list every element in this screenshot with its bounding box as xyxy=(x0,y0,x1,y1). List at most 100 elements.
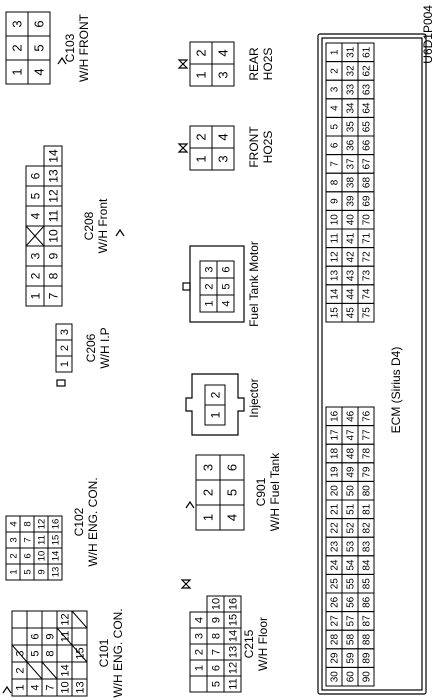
svg-text:14: 14 xyxy=(59,664,71,676)
svg-text:57: 57 xyxy=(346,615,357,627)
svg-text:54: 54 xyxy=(346,559,357,571)
svg-text:44: 44 xyxy=(346,288,357,300)
ecm-left-pin: 88 xyxy=(357,629,375,650)
svg-text:4: 4 xyxy=(330,105,341,111)
svg-text:5: 5 xyxy=(220,283,232,289)
svg-text:80: 80 xyxy=(362,485,373,497)
svg-text:13: 13 xyxy=(50,567,61,578)
front-ho2s-label-1: FRONT xyxy=(247,126,261,168)
ecm-right-pin: 44 xyxy=(341,284,359,304)
svg-text:1: 1 xyxy=(14,684,26,690)
ecm-right-pin: 11 xyxy=(325,228,343,249)
c208-pin: 13 xyxy=(43,165,63,187)
svg-text:3: 3 xyxy=(201,464,216,471)
ecm-right-pin: 65 xyxy=(357,116,375,137)
svg-text:2: 2 xyxy=(8,553,19,558)
ecm-left-pin: 52 xyxy=(341,518,359,538)
ecm-right-pin: 7 xyxy=(325,154,343,174)
svg-text:5: 5 xyxy=(330,123,341,129)
ecm-left-pin: 30 xyxy=(325,666,343,687)
ecm-left-pin: 47 xyxy=(341,425,359,445)
c206-key xyxy=(56,379,66,387)
svg-text:14: 14 xyxy=(227,630,239,642)
svg-text:14: 14 xyxy=(50,551,61,562)
front-ho2s-pin: 2 xyxy=(189,125,213,149)
svg-text:3: 3 xyxy=(8,537,19,542)
c102-pin: 3 xyxy=(5,531,21,549)
c103-code: C103 xyxy=(63,33,77,62)
c208-pin: 6 xyxy=(25,165,45,187)
svg-text:1: 1 xyxy=(203,300,215,306)
svg-text:4: 4 xyxy=(216,133,231,140)
c215-pin: 15 xyxy=(223,611,242,629)
c101-pin xyxy=(71,661,88,680)
svg-text:10: 10 xyxy=(36,551,47,562)
svg-text:87: 87 xyxy=(362,615,373,627)
svg-text:1: 1 xyxy=(8,569,19,574)
c215-label: W/H Floor xyxy=(256,617,270,671)
ecm-left-pin: 76 xyxy=(357,406,375,427)
ecm-right-pin: 69 xyxy=(357,191,375,211)
svg-text:62: 62 xyxy=(362,65,373,77)
front-ho2s-key xyxy=(177,143,189,153)
c208-label: W/H Front xyxy=(96,198,110,253)
rear-ho2s-key xyxy=(177,59,189,69)
svg-text:79: 79 xyxy=(362,466,373,478)
ecm-left-pin: 19 xyxy=(325,462,343,482)
svg-text:1: 1 xyxy=(208,411,222,418)
ecm-left-pin: 59 xyxy=(341,648,359,668)
ecm-left-pin: 25 xyxy=(325,573,343,594)
svg-text:4: 4 xyxy=(216,49,231,56)
ecm-left-pin: 87 xyxy=(357,611,375,631)
svg-text:9: 9 xyxy=(210,617,222,623)
c101-pin: 6 xyxy=(26,627,43,646)
ecm-left-pin: 21 xyxy=(325,499,343,520)
fuel-tank-motor-pin: 1 xyxy=(199,294,218,313)
svg-text:11: 11 xyxy=(46,209,60,222)
ecm-left-pin: 85 xyxy=(357,573,375,594)
ecm-right-pin: 15 xyxy=(325,302,343,323)
svg-text:11: 11 xyxy=(59,631,71,642)
c215-pin: 4 xyxy=(189,611,208,629)
fuel-tank-motor-pin: 5 xyxy=(216,277,235,296)
svg-text:71: 71 xyxy=(362,232,373,244)
svg-text:3: 3 xyxy=(330,86,341,92)
svg-text:12: 12 xyxy=(36,519,47,530)
svg-text:27: 27 xyxy=(330,615,341,627)
c208-key xyxy=(115,228,125,237)
ecm-left-pin: 28 xyxy=(325,629,343,650)
svg-text:12: 12 xyxy=(59,613,71,625)
ecm-right-pin: 41 xyxy=(341,228,359,249)
ecm-right-pin: 2 xyxy=(325,61,343,81)
c102-code: C102 xyxy=(72,507,86,536)
ecm-right-pin: 38 xyxy=(341,172,359,193)
svg-text:20: 20 xyxy=(330,485,341,497)
c103-pin: 3 xyxy=(5,11,29,37)
ecm-left-pin: 46 xyxy=(341,406,359,427)
svg-text:6: 6 xyxy=(210,665,222,671)
svg-text:10: 10 xyxy=(46,229,60,243)
svg-text:76: 76 xyxy=(362,410,373,422)
c101-pin: 4 xyxy=(26,678,43,697)
svg-text:2: 2 xyxy=(10,44,25,51)
svg-text:41: 41 xyxy=(346,232,357,244)
front-ho2s-pin: 1 xyxy=(189,147,213,171)
ecm-frame xyxy=(317,33,427,695)
svg-text:2: 2 xyxy=(201,489,216,496)
svg-text:11: 11 xyxy=(330,233,341,244)
svg-text:2: 2 xyxy=(28,272,42,279)
ecm-left-pin: 55 xyxy=(341,573,359,594)
svg-text:16: 16 xyxy=(330,410,341,422)
injector-label: Injector xyxy=(247,378,261,417)
c208-pin: 10 xyxy=(43,225,63,247)
c208-pin: 2 xyxy=(25,265,45,287)
c102-pin: 11 xyxy=(33,531,49,549)
svg-text:13: 13 xyxy=(227,646,239,658)
svg-text:10: 10 xyxy=(330,214,341,226)
c101-pin xyxy=(71,627,88,646)
c215-pin: 13 xyxy=(223,643,242,661)
svg-text:2: 2 xyxy=(208,391,222,398)
fuel-tank-motor-key xyxy=(182,282,191,291)
svg-text:52: 52 xyxy=(346,522,357,534)
